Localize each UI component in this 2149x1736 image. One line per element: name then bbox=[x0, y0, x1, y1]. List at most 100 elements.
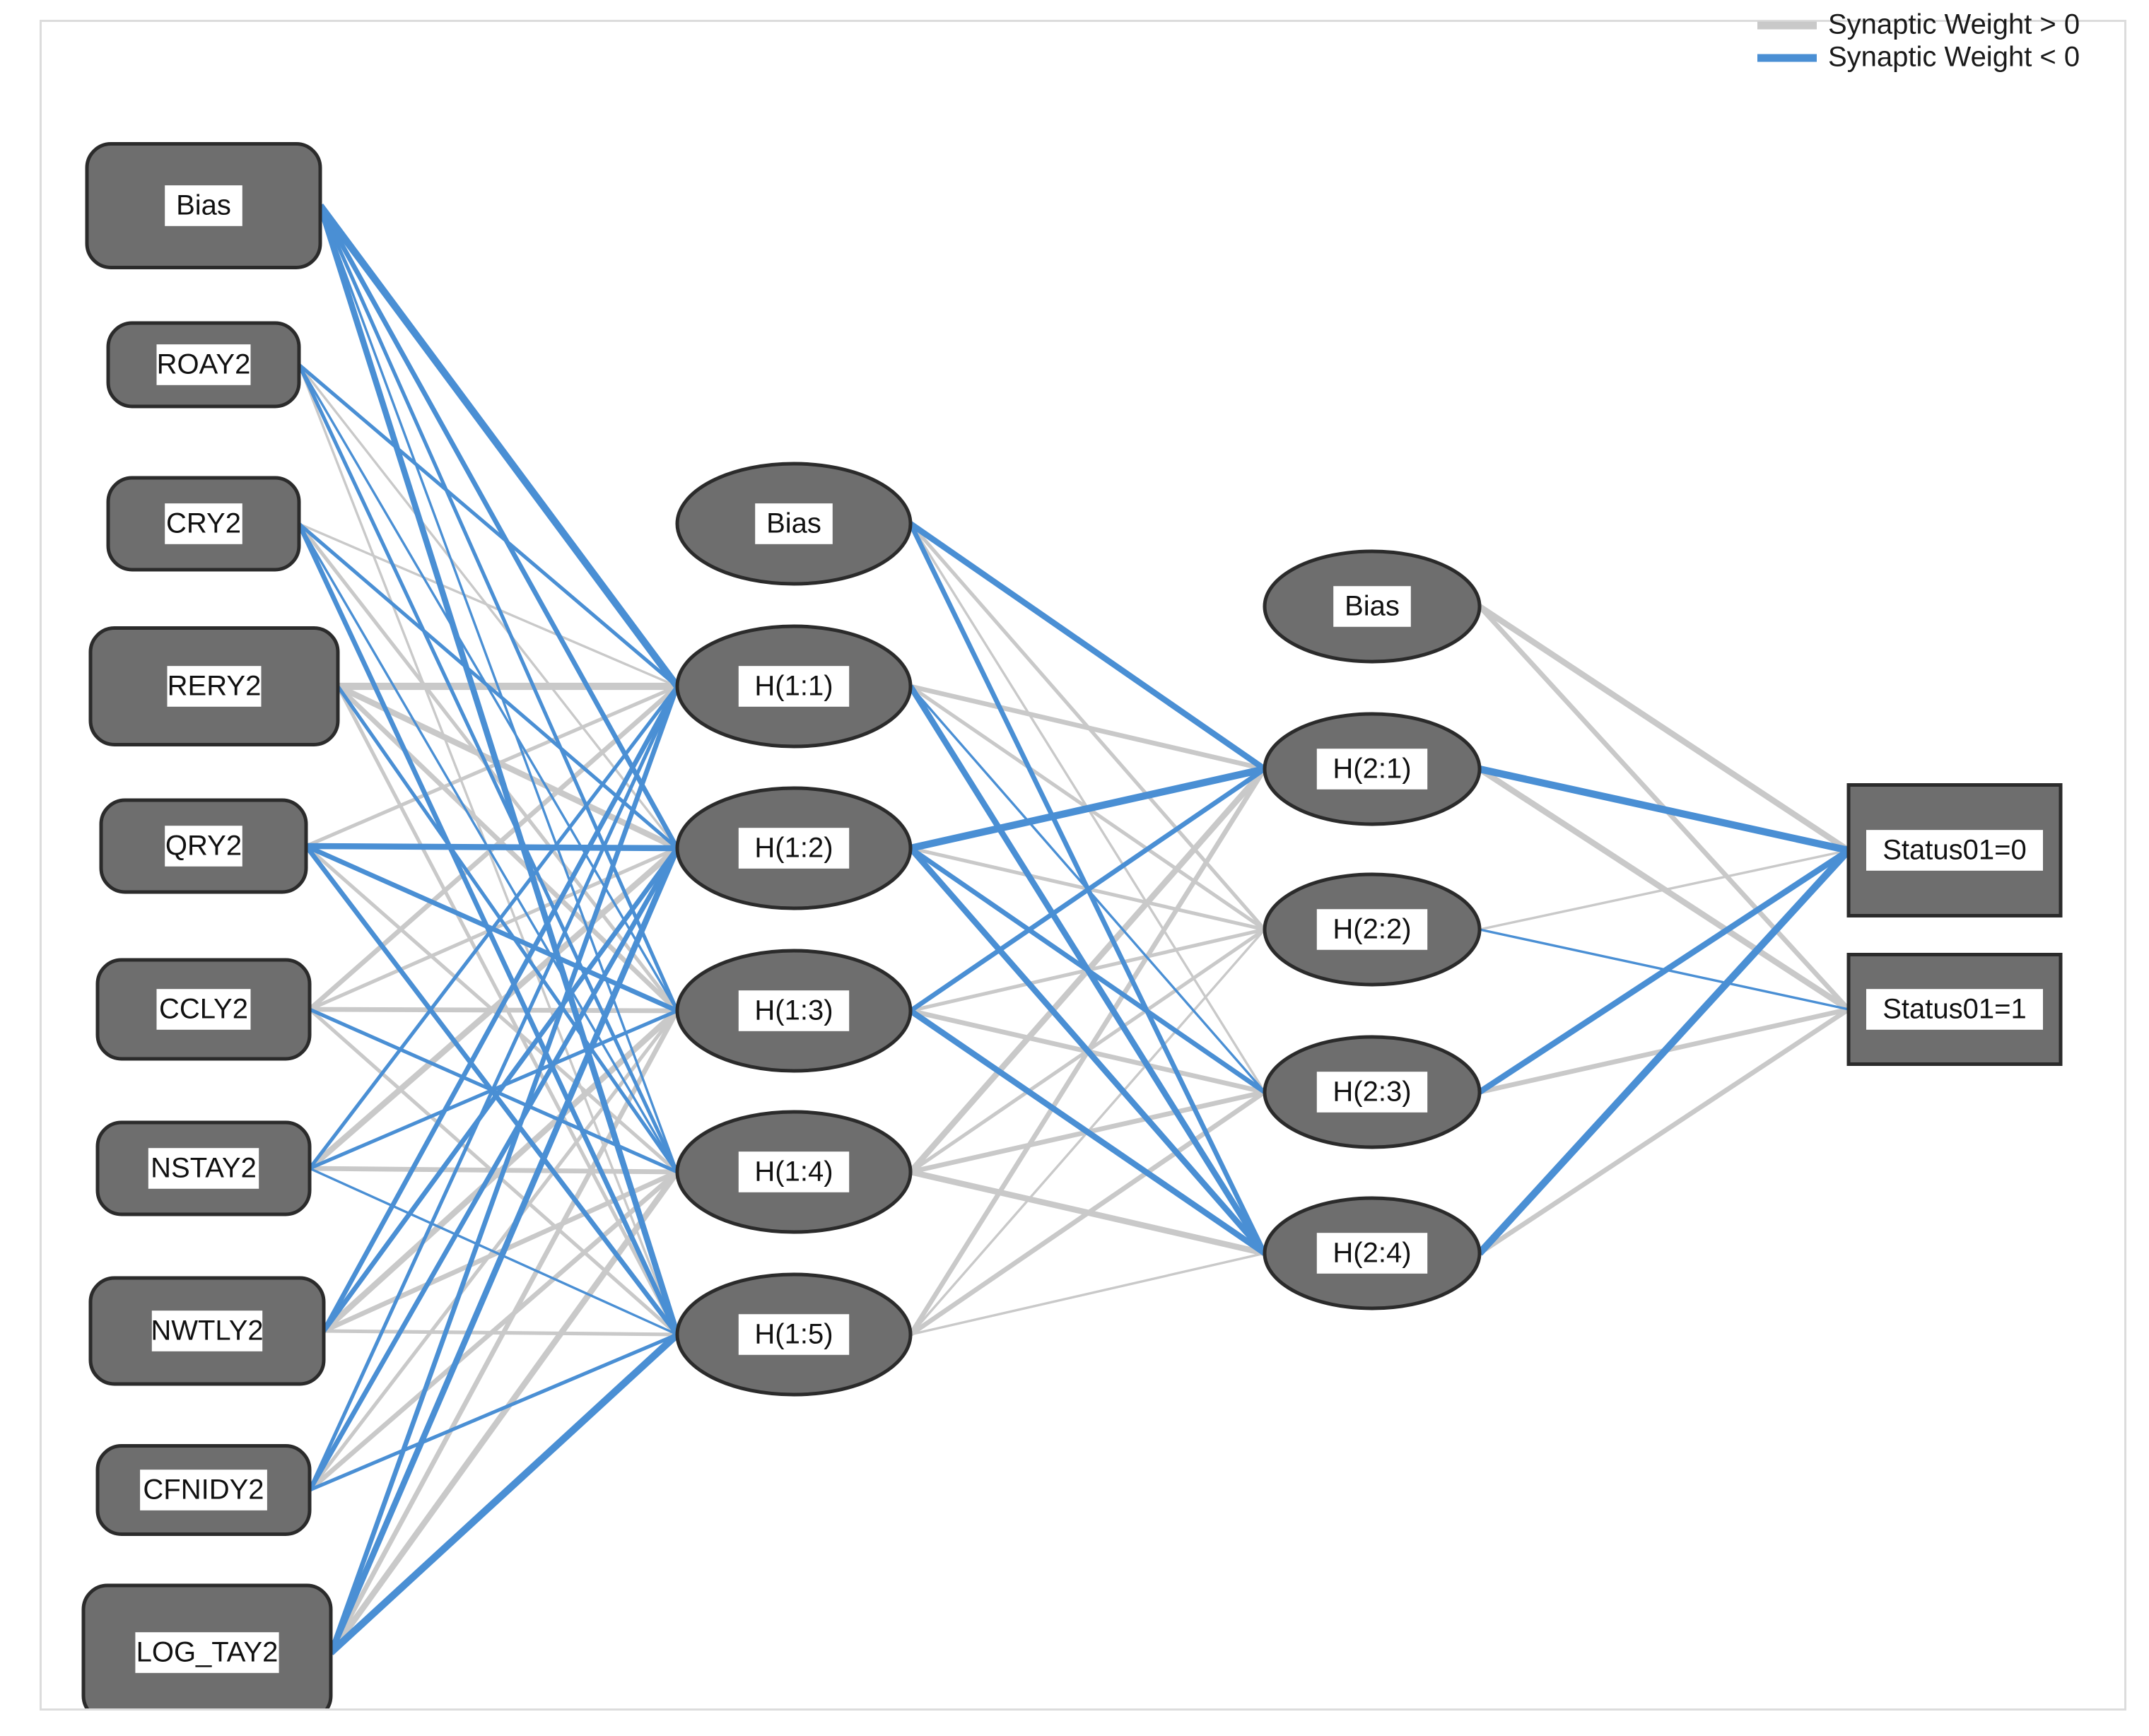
node-label-plate bbox=[156, 989, 251, 1030]
node-label-plate bbox=[151, 1310, 263, 1351]
node-h1_1[interactable]: H(1:1) bbox=[675, 624, 913, 749]
synapse-edge bbox=[298, 522, 678, 688]
node-in_roay2[interactable]: ROAY2 bbox=[106, 321, 301, 409]
synapse-edge bbox=[318, 204, 679, 850]
node-label: Bias bbox=[176, 190, 231, 221]
node-in_nwtly2[interactable]: NWTLY2 bbox=[88, 1276, 326, 1386]
node-h1_5[interactable]: H(1:5) bbox=[675, 1272, 913, 1397]
synapse-edge bbox=[309, 1332, 678, 1492]
synapse-edge bbox=[319, 205, 679, 1173]
node-label: Bias bbox=[766, 508, 821, 539]
node-label-plate bbox=[738, 828, 850, 869]
synapse-edge bbox=[1478, 766, 1850, 854]
node-label: H(1:1) bbox=[754, 671, 833, 702]
node-label-plate bbox=[148, 1148, 259, 1189]
node-label: CFNIDY2 bbox=[143, 1474, 264, 1506]
node-h1_3[interactable]: H(1:3) bbox=[675, 949, 913, 1073]
node-label-plate bbox=[1316, 909, 1428, 950]
node-label: ROAY2 bbox=[157, 349, 251, 380]
node-label-plate bbox=[165, 826, 242, 867]
node-label-plate bbox=[738, 1314, 850, 1355]
node-in_cry2[interactable]: CRY2 bbox=[106, 476, 301, 572]
node-in_nstay2[interactable]: NSTAY2 bbox=[95, 1120, 312, 1216]
node-label: LOG_TAY2 bbox=[136, 1637, 279, 1668]
node-label-plate bbox=[738, 990, 850, 1031]
node-label: H(2:4) bbox=[1333, 1238, 1411, 1269]
node-in_ccly2[interactable]: CCLY2 bbox=[95, 958, 312, 1061]
node-h1_bias[interactable]: Bias bbox=[675, 462, 913, 586]
node-h2_3[interactable]: H(2:3) bbox=[1263, 1035, 1482, 1149]
node-label-plate bbox=[1866, 989, 2043, 1030]
node-label-plate bbox=[1316, 1233, 1428, 1274]
node-label-plate bbox=[1866, 830, 2043, 871]
node-out_1[interactable]: Status01=1 bbox=[1846, 953, 2063, 1066]
synapse-edge bbox=[1477, 848, 1851, 1095]
node-label-plate bbox=[1333, 586, 1411, 627]
node-h1_2[interactable]: H(1:2) bbox=[675, 786, 913, 910]
synapse-edge bbox=[908, 521, 1267, 772]
node-in_cfnidy2[interactable]: CFNIDY2 bbox=[95, 1444, 312, 1536]
node-label: RERY2 bbox=[168, 671, 262, 702]
synapse-edge bbox=[309, 1167, 678, 1336]
synapse-edge bbox=[909, 766, 1266, 852]
node-in_logtay2[interactable]: LOG_TAY2 bbox=[81, 1583, 333, 1708]
node-label: H(2:3) bbox=[1333, 1077, 1411, 1108]
node-label-plate bbox=[156, 344, 251, 385]
node-label-plate bbox=[738, 1151, 850, 1192]
node-label: H(2:2) bbox=[1333, 914, 1411, 945]
legend-label-positive: Synaptic Weight > 0 bbox=[1828, 9, 2080, 40]
network-svg: BiasROAY2CRY2RERY2QRY2CCLY2NSTAY2NWTLY2C… bbox=[81, 142, 2063, 1708]
synapse-edge bbox=[298, 363, 679, 688]
synapse-edge bbox=[336, 684, 679, 851]
node-h2_1[interactable]: H(2:1) bbox=[1263, 712, 1482, 826]
synapse-edge bbox=[322, 846, 679, 1333]
node-group: BiasROAY2CRY2RERY2QRY2CCLY2NSTAY2NWTLY2C… bbox=[81, 142, 2063, 1708]
node-out_0[interactable]: Status01=0 bbox=[1846, 783, 2063, 917]
synapse-edge bbox=[329, 1009, 679, 1654]
node-label-plate bbox=[140, 1470, 267, 1511]
synapse-edge bbox=[909, 767, 1266, 1013]
synapse-edge bbox=[908, 846, 1267, 1255]
synapse-edge bbox=[322, 685, 679, 1332]
node-label: Status01=1 bbox=[1882, 994, 2027, 1025]
synapse-edge bbox=[308, 847, 679, 1491]
node-label-plate bbox=[165, 503, 242, 544]
synapse-edge bbox=[298, 522, 679, 850]
synapse-edge bbox=[308, 685, 679, 1491]
node-label: NWTLY2 bbox=[151, 1315, 263, 1347]
synapse-edge bbox=[910, 684, 1265, 772]
synapse-edge bbox=[305, 843, 678, 852]
edge-group bbox=[296, 203, 1851, 1655]
synapse-edge bbox=[318, 204, 679, 1012]
synapse-edge bbox=[317, 203, 681, 689]
synapse-edge bbox=[328, 1332, 680, 1655]
node-label: H(1:2) bbox=[754, 833, 833, 864]
node-label: H(1:4) bbox=[754, 1156, 833, 1187]
synapse-edge bbox=[328, 847, 680, 1654]
synapse-edge bbox=[328, 685, 680, 1654]
node-in_bias[interactable]: Bias bbox=[85, 142, 322, 269]
synapse-edge bbox=[1477, 604, 1851, 853]
node-in_qry2[interactable]: QRY2 bbox=[99, 798, 308, 894]
node-label: H(2:1) bbox=[1333, 753, 1411, 785]
node-label-plate bbox=[738, 666, 850, 707]
node-label: CCLY2 bbox=[159, 994, 248, 1025]
node-label-plate bbox=[135, 1632, 279, 1673]
node-label-plate bbox=[1316, 749, 1428, 790]
node-label: H(1:3) bbox=[754, 995, 833, 1026]
node-h2_bias[interactable]: Bias bbox=[1263, 549, 1482, 664]
node-h2_2[interactable]: H(2:2) bbox=[1263, 872, 1482, 987]
synapse-edge bbox=[1478, 1007, 1850, 1255]
node-label-plate bbox=[165, 185, 242, 226]
synapse-edge bbox=[328, 1170, 680, 1655]
synapse-edge bbox=[308, 1170, 679, 1492]
node-label: Status01=0 bbox=[1882, 835, 2027, 866]
node-label: QRY2 bbox=[165, 831, 242, 862]
synapse-edge bbox=[336, 685, 679, 1173]
node-h2_4[interactable]: H(2:4) bbox=[1263, 1196, 1482, 1310]
node-in_rery2[interactable]: RERY2 bbox=[88, 626, 340, 746]
synapse-edge bbox=[908, 1008, 1267, 1256]
synapse-edge bbox=[308, 845, 679, 1171]
node-h1_4[interactable]: H(1:4) bbox=[675, 1110, 913, 1234]
